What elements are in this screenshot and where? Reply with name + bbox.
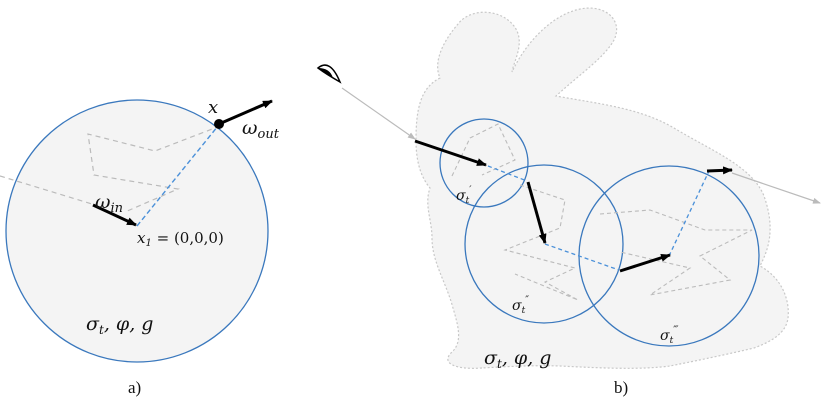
- incoming-ray: [0, 175, 93, 205]
- path-seg-2: [544, 243, 620, 271]
- omega-out-arrow: [218, 99, 273, 126]
- path-seg-3: [668, 170, 710, 257]
- bunny-silhouette: [415, 7, 789, 369]
- sigma-3-label: σt‴: [660, 325, 679, 346]
- point-label: x: [208, 97, 218, 118]
- medium-params-label: σt, φ, g: [86, 313, 153, 337]
- sphere-1: [439, 118, 529, 208]
- exit-point: [214, 119, 224, 129]
- caption-b: b): [614, 378, 628, 397]
- caption-a: a): [128, 378, 141, 397]
- direction-arrow-1: [414, 139, 487, 167]
- camera-ray: [341, 87, 416, 140]
- direction-arrow-4: [706, 166, 733, 175]
- omega-in-arrow: [92, 203, 137, 227]
- panel-a: x ωout ωin x1 = (0,0,0) σt, φ, g a): [0, 97, 280, 397]
- sphere-2-scatter: [503, 184, 579, 301]
- sigma-2-label: σt″: [512, 295, 529, 316]
- medium-params-label-b: σt, φ, g: [484, 347, 551, 371]
- sigma-1-label: σt′: [456, 185, 472, 206]
- origin-label: x1 = (0,0,0): [137, 229, 224, 249]
- origin-to-exit-path: [136, 125, 219, 227]
- eye-icon: [316, 64, 342, 84]
- sphere-3-scatter: [599, 209, 753, 296]
- sphere-2: [464, 164, 624, 324]
- omega-in-label: ωin: [95, 191, 123, 216]
- scattering-path: [87, 125, 221, 213]
- panel-b: σt′ σt″ σt‴ σt, φ, g b): [316, 7, 821, 397]
- direction-arrow-3: [619, 253, 671, 273]
- direction-arrow-2: [526, 181, 547, 244]
- sphere-1-scatter: [451, 123, 516, 177]
- exit-ray: [731, 172, 821, 204]
- medium-sphere: [5, 99, 269, 363]
- omega-out-label: ωout: [242, 117, 280, 142]
